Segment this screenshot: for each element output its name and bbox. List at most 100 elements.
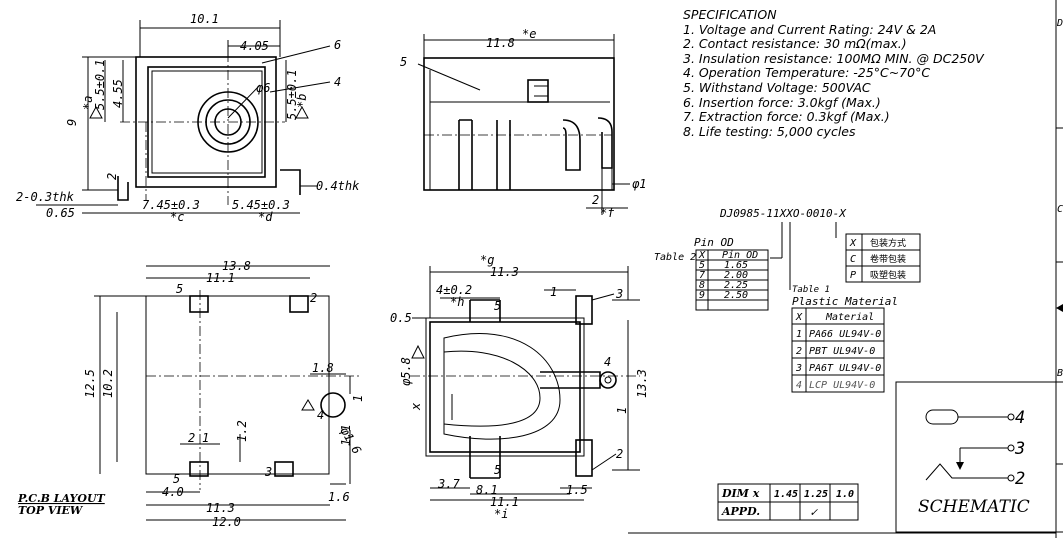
dim-section-11-3: 11.3 (490, 265, 519, 279)
pin-od-r2-x: 8 (699, 280, 705, 291)
dim-front-width: 10.1 (190, 12, 219, 26)
dim-pcb-2: 2 (188, 431, 195, 445)
schematic-pin-2: 2 (1015, 469, 1025, 489)
pn-leaders (770, 222, 837, 290)
spec-item-8: 8. Life testing: 5,000 cycles (683, 123, 856, 139)
dim-8-1: 8.1 (476, 483, 498, 497)
material-caption: Table 1 (792, 285, 830, 295)
dim-table-v3: 1.0 (836, 489, 854, 500)
schematic-title: SCHEMATIC (918, 497, 1030, 517)
dim-0-4thk: 0.4thk (316, 179, 360, 193)
dim-table-label: DIM x (721, 487, 760, 500)
dim-pcb-1-2: 1.2 (235, 420, 249, 442)
top-view-label: TOP VIEW (18, 504, 84, 517)
pin-od-table (695, 249, 769, 311)
pin-od-h-od: Pin OD (722, 250, 758, 261)
dim-h-label: *h (450, 295, 464, 309)
schematic-box (895, 381, 1063, 533)
dim-pcb-1-8: 1.8 (312, 361, 334, 375)
side-view (417, 34, 630, 215)
spec-title: SPECIFICATION (683, 7, 777, 22)
dim-b-label: *b (295, 94, 309, 108)
dim-side-2: 2 (592, 193, 599, 207)
pad-label-5-bottom: 5 (173, 472, 180, 486)
callout-5b-section: 5 (494, 463, 501, 477)
callout-3-section: 3 (615, 287, 623, 301)
pin-od-r3-v: 2.50 (724, 290, 748, 301)
mat-h-m: Material (825, 312, 874, 323)
callout-5-section: 5 (494, 299, 501, 313)
pad-label-3: 3 (264, 465, 272, 479)
part-number: DJ0985-11XXO-0010-X (719, 207, 847, 220)
pin-od-r1-v: 2.00 (724, 270, 748, 281)
spec-item-5: 5. Withstand Voltage: 500VAC (683, 79, 871, 95)
dim-phi6: φ6 (256, 81, 270, 95)
dim-d-value: 5.45±0.3 (232, 198, 290, 212)
mat-r1-x: 2 (796, 346, 802, 357)
spec-item-4: 4. Operation Temperature: -25°C~70°C (683, 65, 931, 81)
front-view (36, 20, 331, 214)
dim-d-label: *d (258, 210, 273, 224)
mat-r2-x: 3 (795, 363, 802, 374)
dim-front-4-05: 4.05 (240, 39, 269, 53)
dim-3-7: 3.7 (437, 477, 460, 491)
dim-pcb-12-5: 12.5 (83, 369, 97, 398)
pad-label-4: 4 (317, 408, 324, 422)
callout-1-section: 1 (550, 285, 557, 299)
pack-r0-v: 包装方式 (870, 237, 906, 249)
pack-r2-v: 吸塑包装 (870, 269, 906, 281)
appd-label: APPD. (721, 505, 760, 518)
dim-front-height: 9 (65, 119, 79, 126)
mat-r1-v: PBT UL94V-0 (809, 346, 875, 357)
callout-5-side: 5 (400, 55, 407, 69)
pin-od-r0-x: 5 (699, 260, 705, 271)
dim-e-label: *e (522, 27, 536, 41)
pin-od-r3-x: 9 (699, 290, 705, 301)
material-title: Plastic Material (792, 295, 898, 308)
spec-item-3: 3. Insulation resistance: 100MΩ MIN. @ D… (683, 50, 984, 66)
mat-h-x: X (795, 312, 803, 323)
section-view (410, 266, 640, 501)
pin-od-h-x: X (698, 250, 706, 261)
pin-od-r1-x: 7 (699, 270, 705, 281)
dim-pcb-1-6: 1.6 (328, 490, 350, 504)
dim-c-label: *c (170, 210, 184, 224)
dim-phi5-8: φ5.8 (399, 357, 413, 386)
dim-table-v1: 1.45 (774, 489, 798, 500)
border-letter-d: D (1056, 18, 1063, 29)
spec-item-6: 6. Insertion force: 3.0kgf (Max.) (683, 94, 881, 110)
callout-4-section: 4 (604, 355, 611, 369)
pin-od-r0-v: 1.65 (724, 260, 748, 271)
dim-phi1: φ1 (632, 177, 646, 191)
dim-section-1: 1 (615, 407, 629, 414)
dim-0-5: 0.5 (390, 311, 412, 325)
dim-b-value: 5.5±0.1 (285, 69, 299, 120)
specification-block: SPECIFICATION 1. Voltage and Current Rat… (683, 7, 984, 139)
spec-item-2: 2. Contact resistance: 30 mΩ(max.) (683, 36, 907, 52)
dim-0-65: 0.65 (46, 206, 75, 220)
pad-label-5-top: 5 (176, 282, 183, 296)
packing-table (845, 233, 921, 283)
sheet-border (628, 0, 1063, 538)
mat-r3-x: 4 (796, 380, 802, 391)
dim-pcb-10-2: 10.2 (101, 369, 115, 398)
dim-c-value: 7.45±0.3 (142, 198, 200, 212)
dim-x: x (409, 402, 423, 411)
dim-section-4-02: 4±0.2 (436, 283, 472, 297)
dim-a-value: 5.5±0.1 (93, 59, 107, 110)
spec-item-1: 1. Voltage and Current Rating: 24V & 2A (683, 21, 937, 37)
border-letter-c: C (1057, 204, 1063, 215)
border-letter-b: B (1057, 368, 1063, 379)
dim-pcb-11-1: 11.1 (206, 271, 235, 285)
dim-pcb-1-1: 1.1 (339, 424, 353, 446)
pin-od-caption: Table 2 (654, 252, 696, 263)
schematic-pin-4: 4 (1015, 408, 1025, 428)
dim-pcb-1: 1 (351, 395, 365, 402)
dim-thk: 2-0.3thk (16, 190, 75, 204)
dim-g-label: *g (480, 253, 494, 267)
mat-r0-x: 1 (796, 329, 802, 340)
callout-6: 6 (334, 38, 341, 52)
mat-r2-v: PA6T UL94V-0 (809, 363, 881, 374)
material-table (791, 307, 885, 393)
